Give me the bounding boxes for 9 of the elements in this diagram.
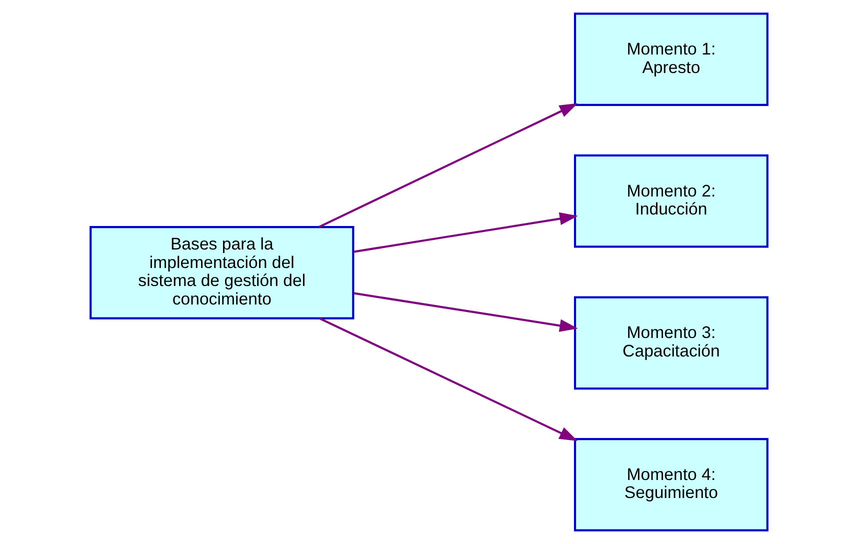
- node-box: Bases para la implementación del sistema de gestión del conocimiento: [89, 226, 354, 320]
- node-box: Momento 4: Seguimiento: [573, 438, 768, 532]
- node-box: Momento 1: Apresto: [573, 12, 768, 106]
- arrow: [352, 212, 578, 253]
- arrow: [318, 318, 578, 441]
- node-box: Momento 2: Inducción: [573, 154, 768, 248]
- arrow: [352, 292, 578, 332]
- node-box: Momento 3: Capacitación: [573, 296, 768, 390]
- arrow: [318, 103, 578, 228]
